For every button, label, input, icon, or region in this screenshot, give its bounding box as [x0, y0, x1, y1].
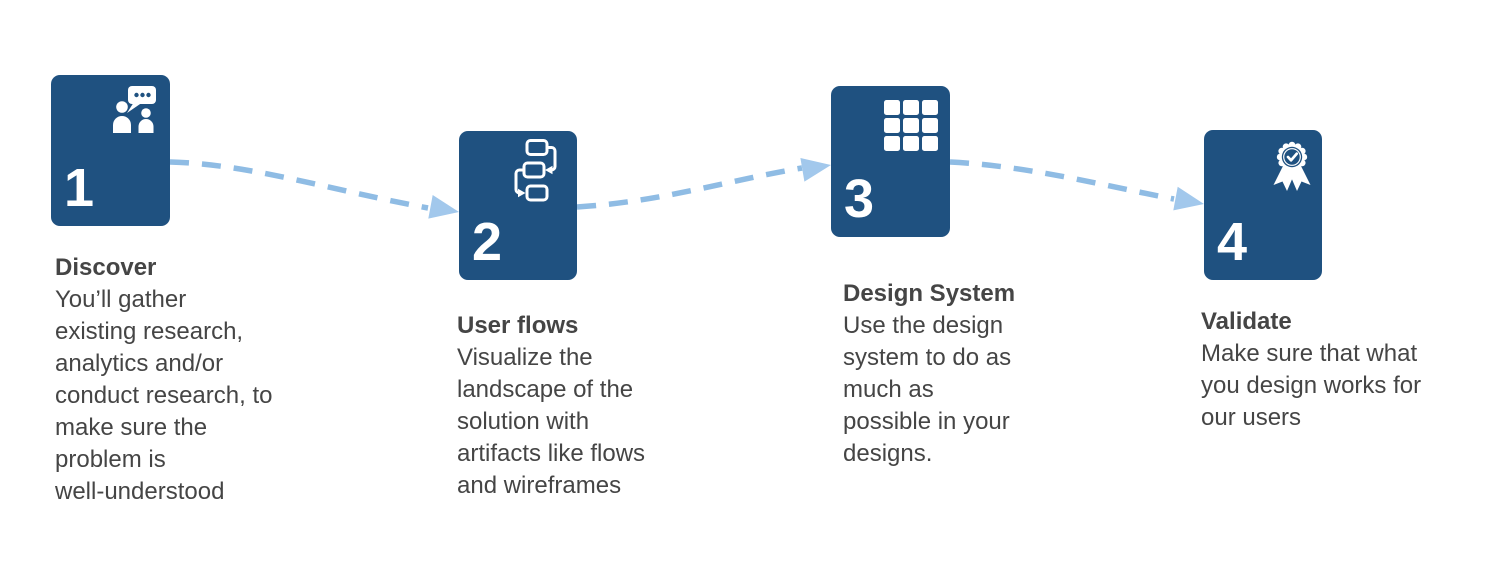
- step-card-validate: 4: [1204, 130, 1322, 280]
- step-card-design-system: 3: [831, 86, 950, 237]
- step-title: Design System: [843, 280, 1016, 307]
- step-title: Validate: [1201, 308, 1292, 335]
- arrow-3-to-4: [949, 159, 1204, 211]
- step-number: 1: [64, 158, 95, 218]
- step-card-user-flows: 2: [459, 131, 577, 280]
- step-title: Discover: [55, 254, 157, 281]
- award-icon: [1268, 138, 1316, 195]
- step-card-discover: 1: [51, 75, 170, 226]
- flowchart-icon: [513, 139, 557, 202]
- grid-icon: [884, 100, 938, 151]
- step-title: User flows: [457, 312, 579, 339]
- step-number: 3: [844, 169, 875, 229]
- step-number: 4: [1217, 212, 1248, 272]
- step-number: 2: [472, 212, 503, 272]
- arrow-2-to-3: [576, 158, 831, 210]
- conversation-icon: [112, 86, 160, 133]
- arrow-1-to-2: [169, 159, 459, 219]
